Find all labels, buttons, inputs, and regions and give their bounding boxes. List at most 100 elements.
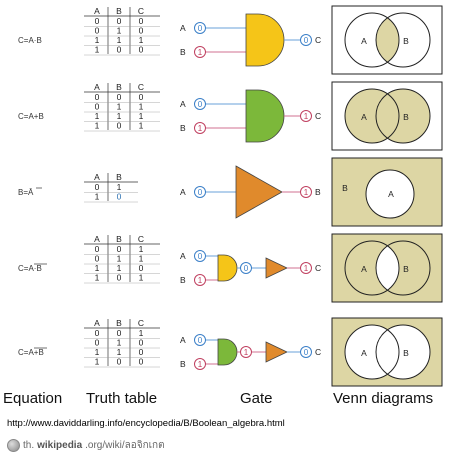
venn-label: B [403,112,409,122]
output-bubble-ring [300,34,312,46]
output-bubble: 1 [304,264,309,273]
tt-cell: 1 [139,244,144,254]
venn-circle [375,324,431,380]
tt-cell: 1 [95,273,100,283]
mid-bubble-ring [240,346,252,358]
tt-cell: 0 [139,357,144,367]
tt-header: A [94,318,100,328]
output-letter: C [315,347,321,357]
output-bubble: 1 [304,112,309,121]
output-bubble-ring [300,186,312,198]
input-bubble-ring [194,250,206,262]
input-bubble-ring [194,122,206,134]
tt-cell: 0 [95,16,100,26]
tt-cell: 0 [117,192,122,202]
tt-cell: 0 [117,244,122,254]
output-bubble: 0 [304,36,309,45]
output-letter: C [315,263,321,273]
venn-intersection [376,13,399,67]
output-bubble-ring [300,110,312,122]
equation-label: B=Ā [18,188,34,197]
tt-cell: 1 [117,182,122,192]
output-letter: B [315,187,321,197]
tt-cell: 0 [139,45,144,55]
tt-cell: 0 [117,357,122,367]
input-letter: A [180,335,186,345]
tt-cell: 1 [117,102,122,112]
tt-cell: 1 [117,254,122,264]
column-title-venn: Venn diagrams [333,390,433,407]
tt-cell: 1 [117,338,122,348]
tt-cell: 0 [117,273,122,283]
venn-fill-b [376,89,430,143]
input-letter: A [180,99,186,109]
tt-cell: 0 [95,244,100,254]
tt-cell: 1 [95,263,100,273]
tt-cell: 1 [95,192,100,202]
input-bubble-ring [194,274,206,286]
tt-header: B [116,234,122,244]
input-bubble: 1 [198,276,203,285]
column-title-gate: Gate [240,390,273,407]
input-letter: A [180,187,186,197]
tt-cell: 0 [117,45,122,55]
tt-cell: 0 [95,26,100,36]
column-title-truth-table: Truth table [86,390,157,407]
input-bubble: 0 [198,100,203,109]
equation-label: C=A·B [18,264,42,273]
venn-label: A [388,189,394,199]
inverter-body [265,341,288,363]
venn-circle [344,240,400,296]
output-letter: C [315,35,321,45]
tt-header: B [116,6,122,16]
gate-body [235,165,283,219]
gate-body [245,89,285,143]
venn-circle [375,12,431,68]
equation-label: C=A·B [18,36,42,45]
input-bubble: 1 [198,124,203,133]
tt-header: C [138,234,144,244]
input-letter: B [180,47,186,57]
input-bubble: 0 [198,24,203,33]
wiki-prefix: th. [23,440,35,451]
tt-cell: 0 [117,328,122,338]
input-letter: A [180,23,186,33]
tt-header: C [138,318,144,328]
tt-header: B [116,318,122,328]
tt-cell: 1 [95,45,100,55]
venn-circle [344,12,400,68]
gate-body [217,254,238,282]
tt-cell: 0 [139,338,144,348]
equation-label: C=A+B [18,112,44,121]
venn-label: A [361,36,367,46]
output-letter: C [315,111,321,121]
tt-header: A [94,172,100,182]
inverter-body [265,257,288,279]
venn-label: B [403,348,409,358]
venn-label: A [361,112,367,122]
tt-cell: 0 [117,121,122,131]
source-url[interactable]: http://www.daviddarling.info/encyclopedi… [7,418,285,429]
tt-cell: 1 [117,26,122,36]
venn-complement: BA [331,157,443,227]
input-letter: A [180,251,186,261]
tt-cell: 1 [95,347,100,357]
tt-cell: 1 [95,111,100,121]
tt-header: B [116,172,122,182]
venn-fill-b [376,325,430,379]
mid-bubble: 1 [244,348,249,357]
venn-label: B [403,36,409,46]
wiki-link[interactable]: th.wikipedia.org/wiki/ลอจิกเกต [7,438,165,453]
